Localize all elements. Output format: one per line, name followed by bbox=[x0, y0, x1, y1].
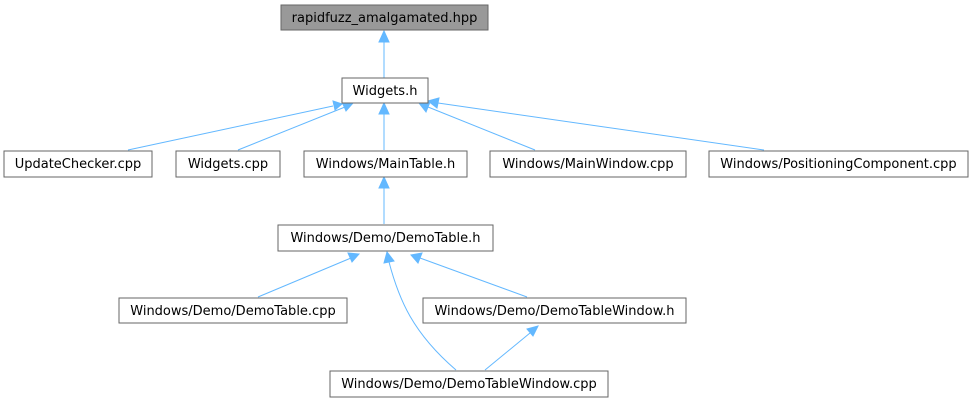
node-label: Windows/Demo/DemoTable.cpp bbox=[130, 304, 335, 319]
node-demo-table-h[interactable]: Windows/Demo/DemoTable.h bbox=[277, 224, 494, 252]
node-main-window-cpp[interactable]: Windows/MainWindow.cpp bbox=[489, 150, 687, 178]
edge-positioning-cpp-to-widgets-h bbox=[426, 97, 765, 151]
edge-demo-table-h-to-main-table-h bbox=[378, 175, 390, 224]
node-demo-table-window-h[interactable]: Windows/Demo/DemoTableWindow.h bbox=[422, 297, 687, 324]
edge-demo-table-window-cpp-to-demo-table-h bbox=[383, 250, 457, 371]
node-demo-table-window-cpp[interactable]: Windows/Demo/DemoTableWindow.cpp bbox=[329, 370, 609, 398]
node-update-checker-cpp[interactable]: UpdateChecker.cpp bbox=[3, 150, 153, 178]
edge-widgets-h-to-rapidfuzz bbox=[378, 29, 390, 78]
node-label: Widgets.h bbox=[353, 84, 418, 99]
node-widgets-h[interactable]: Widgets.h bbox=[341, 77, 429, 104]
edge-main-window-cpp-to-widgets-h bbox=[418, 101, 536, 151]
node-label: Windows/PositioningComponent.cpp bbox=[720, 157, 956, 172]
edge-update-checker-to-widgets-h bbox=[127, 100, 343, 151]
node-rapidfuzz-amalgamated-hpp[interactable]: rapidfuzz_amalgamated.hpp bbox=[280, 4, 489, 31]
node-label: Windows/MainWindow.cpp bbox=[502, 157, 673, 172]
node-label: Windows/Demo/DemoTableWindow.cpp bbox=[341, 377, 597, 392]
node-label: Windows/Demo/DemoTableWindow.h bbox=[434, 304, 674, 319]
node-label: UpdateChecker.cpp bbox=[15, 157, 142, 172]
node-positioning-component-cpp[interactable]: Windows/PositioningComponent.cpp bbox=[708, 150, 969, 178]
node-label: Windows/Demo/DemoTable.h bbox=[290, 231, 480, 246]
node-label: Widgets.cpp bbox=[188, 157, 268, 172]
edge-demo-table-window-cpp-to-demo-table-window-h bbox=[484, 325, 539, 371]
edge-demo-table-cpp-to-demo-table-h bbox=[257, 252, 361, 298]
node-label: Windows/MainTable.h bbox=[316, 157, 455, 172]
edge-demo-table-window-h-to-demo-table-h bbox=[410, 252, 528, 298]
node-main-table-h[interactable]: Windows/MainTable.h bbox=[303, 150, 468, 178]
edge-main-table-h-to-widgets-h bbox=[378, 101, 390, 150]
node-demo-table-cpp[interactable]: Windows/Demo/DemoTable.cpp bbox=[118, 297, 348, 324]
node-widgets-cpp[interactable]: Widgets.cpp bbox=[175, 150, 281, 178]
node-label: rapidfuzz_amalgamated.hpp bbox=[292, 11, 478, 26]
